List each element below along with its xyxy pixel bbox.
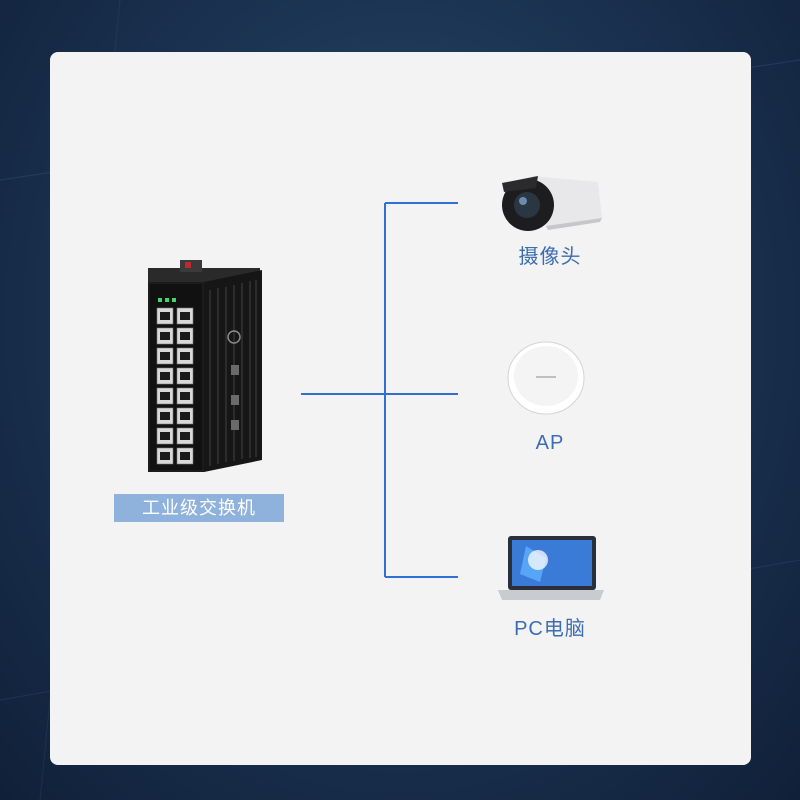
switch-label: 工业级交换机 [114, 494, 284, 522]
connector-lines [301, 202, 458, 578]
camera-icon [502, 176, 602, 231]
industrial-switch-icon [148, 260, 262, 472]
laptop-icon [498, 536, 604, 600]
access-point-icon [507, 341, 585, 415]
camera-label: 摄像头 [518, 246, 582, 268]
pc-label: PC电脑 [514, 618, 586, 640]
ap-label: AP [535, 432, 565, 454]
